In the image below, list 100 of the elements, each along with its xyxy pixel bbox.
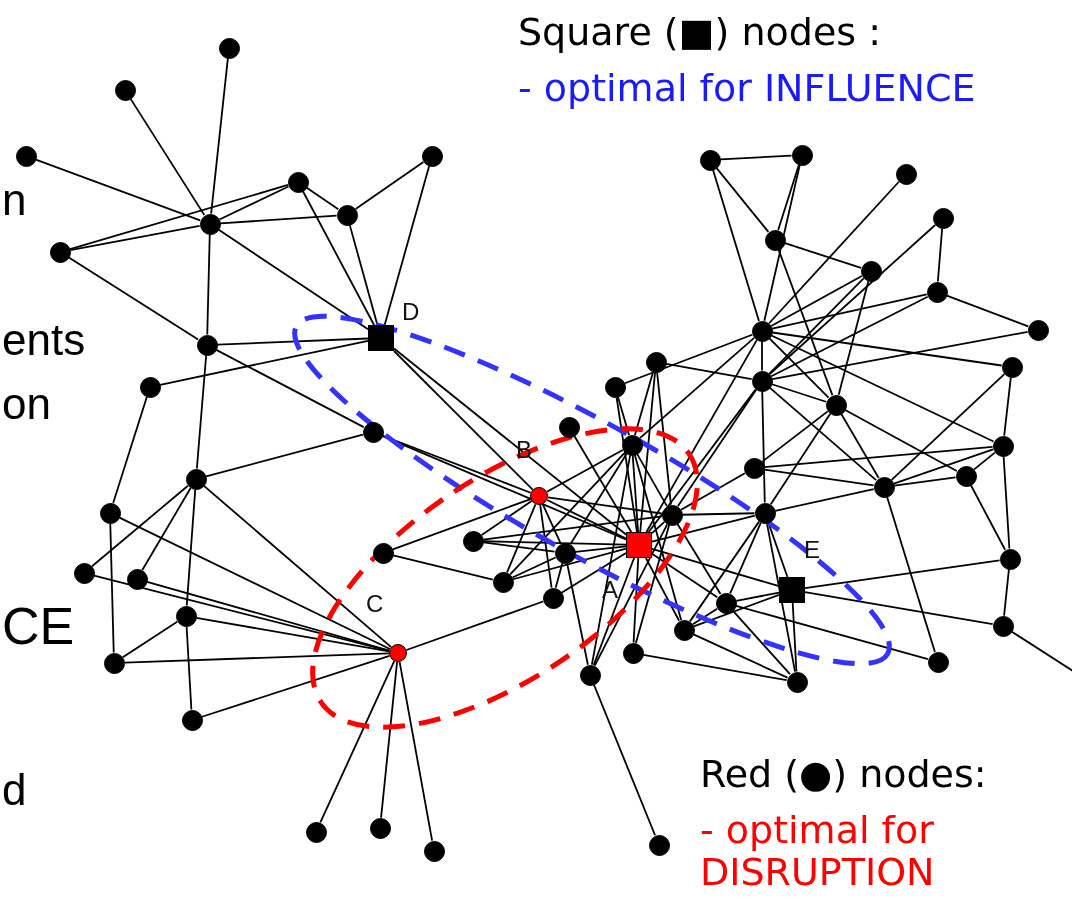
circle-node [786,671,808,693]
circle-node [185,468,207,490]
connector-line [729,521,762,595]
connector-line [185,625,193,711]
connector-line [566,562,589,666]
circle-node [955,465,977,487]
circle-node [175,605,197,627]
connector-line [554,562,564,589]
connector-line [890,373,1006,481]
connector-line [305,186,340,211]
connector-line [219,214,338,225]
note-text: - optimal for DISRUPTION [700,810,936,894]
square-node [779,577,805,603]
connector-line [791,602,798,673]
connector-line [512,547,627,581]
connector-line [592,557,635,667]
circle-node [196,334,218,356]
connector-line [633,454,683,621]
connector-line [392,554,494,581]
connector-line [393,350,534,491]
connector-line [970,484,1006,551]
connector-line [69,225,201,251]
connector-line [1003,568,1010,617]
connector-line [217,228,369,331]
circle-node [287,171,309,193]
connector-line [593,523,669,667]
connector-line [844,409,958,472]
circle-node [199,213,221,235]
circle-node [825,394,847,416]
circle-node [645,351,667,373]
connector-line [771,331,1029,380]
connector-line [1010,630,1072,672]
circle-node [754,502,776,524]
circle-node [579,664,601,686]
connector-line [1002,455,1011,550]
circle-node [699,149,721,171]
circle-node [673,619,695,641]
connector-line [691,607,719,626]
note-text: Square (■) nodes : [518,12,881,54]
circle-node [932,207,954,229]
connector-line [109,522,115,654]
connector-line [804,591,994,626]
connector-line [185,488,197,607]
circle-node [49,241,71,263]
note-text: Red (●) nodes: [700,754,987,796]
connector-line [506,503,537,574]
connector-line [631,454,639,533]
circle-node [622,642,644,664]
connector-line [591,454,631,666]
connector-line [480,500,533,536]
circle-node [99,502,121,524]
circle-node [542,587,564,609]
connector-line [692,633,789,679]
connector-line [763,468,875,487]
square-node [368,325,394,351]
circle-node [73,562,95,584]
circle-node [218,37,240,59]
connector-line [195,354,208,470]
connector-line [634,524,671,644]
circle-node [181,709,203,731]
connector-line [769,387,877,481]
connector-line [1003,376,1012,437]
connector-line [766,522,796,673]
connector-line [763,164,801,322]
connector-line [34,158,202,222]
connector-line [393,347,627,536]
circle-node [15,145,37,167]
connector-line [541,503,562,545]
connector-line [302,190,375,326]
connector-line [617,396,630,436]
circle-node [927,651,949,673]
circle-node [860,260,882,282]
circle-node [873,476,895,498]
connector-line [636,453,668,507]
connector-line [761,340,763,372]
circle-node [462,530,484,552]
connector-line [768,337,830,399]
circle-node [743,457,765,479]
connector-line [768,180,900,325]
connector-line [770,295,929,378]
connector-line [615,396,638,533]
connector-line [215,348,365,429]
connector-line [837,280,870,396]
circle-node [421,145,443,167]
connector-line [645,557,680,622]
connector-line [973,451,996,471]
connector-line [383,165,431,326]
connector-line [681,512,756,516]
connector-line [763,446,994,468]
circle-node [751,370,773,392]
connector-line [676,523,722,595]
circle-node [1027,319,1049,341]
connector-line [840,413,880,479]
partial-text: ents [2,316,86,365]
node-label: C [366,592,384,616]
connector-line [777,248,834,397]
connector-line [206,233,211,336]
connector-line [639,337,755,439]
connector-line [676,388,758,508]
connector-line [768,224,937,375]
